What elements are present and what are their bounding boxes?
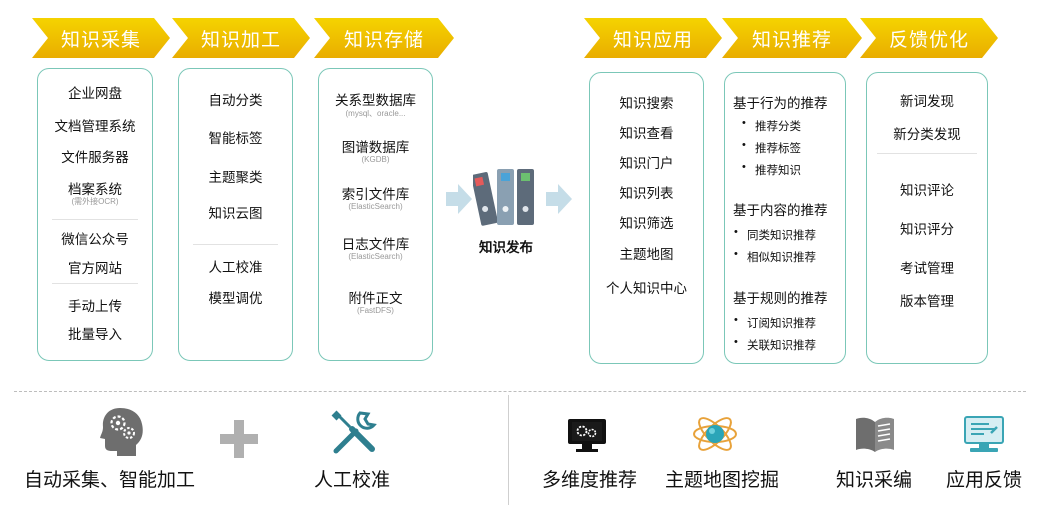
collect-item: 档案系统	[68, 182, 122, 197]
recommend-item: 推荐标签	[742, 139, 801, 156]
stage-label: 知识加工	[200, 29, 281, 51]
right-arrow-icon	[546, 184, 572, 214]
storage-note: (ElasticSearch)	[348, 202, 403, 211]
divider	[52, 283, 138, 284]
divider	[52, 219, 138, 220]
storage-note: (KGDB)	[361, 155, 390, 164]
publish-label: 知识发布	[479, 240, 533, 255]
apply-item: 知识搜索	[619, 96, 674, 111]
collect-item: 企业网盘	[68, 86, 122, 101]
horizontal-dashed-divider	[14, 391, 1026, 392]
stage-label: 反馈优化	[888, 29, 969, 51]
collect-item: 批量导入	[68, 327, 122, 342]
plus-icon	[220, 420, 258, 458]
storage-item: 附件正文	[348, 291, 403, 306]
apply-item: 个人知识中心	[606, 281, 687, 296]
apply-item: 主题地图	[619, 247, 674, 262]
recommend-item: 关联知识推荐	[734, 336, 816, 353]
feedback-item: 知识评论	[900, 183, 954, 198]
feature-label: 知识采编	[836, 470, 913, 491]
process-box: 自动分类 智能标签 主题聚类 知识云图 人工校准 模型调优	[178, 68, 293, 361]
process-item: 人工校准	[208, 260, 263, 275]
stage-knowledge-storage: 知识存储	[314, 18, 454, 58]
monitor-gear-icon	[568, 419, 606, 452]
process-item: 主题聚类	[208, 170, 263, 185]
stage-label: 知识采集	[60, 29, 141, 51]
apply-item: 知识查看	[619, 126, 674, 141]
wrench-screwdriver-icon	[331, 410, 377, 454]
collect-item: 文件服务器	[61, 150, 129, 165]
collect-note: (需外接OCR)	[71, 197, 119, 206]
recommend-group-title: 基于行为的推荐	[733, 96, 828, 111]
storage-note: (mysql、oracle...	[345, 109, 406, 118]
feature-label: 多维度推荐	[542, 470, 638, 491]
feedback-item: 版本管理	[900, 294, 954, 309]
stage-knowledge-recommend: 知识推荐	[722, 18, 862, 58]
feedback-item: 考试管理	[900, 261, 954, 276]
collect-box: 企业网盘 文档管理系统 文件服务器 档案系统 (需外接OCR) 微信公众号 官方…	[37, 68, 153, 361]
apply-box: 知识搜索 知识查看 知识门户 知识列表 知识筛选 主题地图 个人知识中心	[589, 72, 704, 364]
storage-item: 关系型数据库	[335, 93, 416, 108]
storage-box: 关系型数据库 (mysql、oracle... 图谱数据库 (KGDB) 索引文…	[318, 68, 433, 361]
binders-icon	[473, 169, 534, 226]
collect-item: 官方网站	[68, 261, 122, 276]
brain-gear-icon	[100, 408, 143, 456]
storage-note: (FastDFS)	[357, 306, 394, 315]
stage-label: 知识应用	[612, 29, 693, 51]
apply-item: 知识列表	[619, 186, 674, 201]
stage-label: 知识存储	[343, 29, 424, 51]
recommend-item: 推荐知识	[742, 161, 801, 178]
process-item: 知识云图	[208, 206, 263, 221]
recommend-item: 相似知识推荐	[734, 248, 816, 265]
feature-label: 人工校准	[314, 470, 391, 491]
divider	[193, 244, 278, 245]
feature-label: 自动采集、智能加工	[24, 470, 196, 491]
right-arrow-icon	[446, 184, 472, 214]
recommend-item: 推荐分类	[742, 117, 801, 134]
stage-label: 知识推荐	[751, 29, 832, 51]
feedback-box: 新词发现 新分类发现 知识评论 知识评分 考试管理 版本管理	[866, 72, 988, 364]
process-item: 自动分类	[208, 93, 263, 108]
storage-item: 索引文件库	[341, 187, 410, 202]
collect-item: 手动上传	[68, 299, 122, 314]
feedback-item: 新词发现	[900, 94, 954, 109]
apply-item: 知识筛选	[619, 216, 674, 231]
divider	[877, 153, 977, 154]
recommend-group-title: 基于规则的推荐	[733, 291, 828, 306]
recommend-group-title: 基于内容的推荐	[733, 203, 828, 218]
book-icon	[856, 417, 894, 452]
process-item: 智能标签	[208, 131, 263, 146]
vertical-divider	[508, 395, 509, 505]
stage-knowledge-apply: 知识应用	[584, 18, 722, 58]
stage-knowledge-collect: 知识采集	[32, 18, 170, 58]
stage-knowledge-process: 知识加工	[172, 18, 310, 58]
feature-label: 应用反馈	[946, 470, 1023, 491]
storage-item: 日志文件库	[341, 237, 410, 252]
feedback-item: 知识评分	[900, 222, 954, 237]
recommend-item: 同类知识推荐	[734, 226, 816, 243]
feature-label: 主题地图挖掘	[665, 470, 780, 491]
feedback-screen-icon	[964, 416, 1004, 452]
storage-item: 图谱数据库	[341, 140, 410, 155]
storage-note: (ElasticSearch)	[348, 252, 403, 261]
collect-item: 文档管理系统	[54, 119, 136, 134]
feedback-item: 新分类发现	[893, 127, 961, 142]
collect-item: 微信公众号	[61, 232, 129, 247]
apply-item: 知识门户	[619, 156, 674, 171]
process-item: 模型调优	[208, 291, 263, 306]
recommend-item: 订阅知识推荐	[734, 314, 816, 331]
stage-feedback-optimize: 反馈优化	[860, 18, 998, 58]
recommend-box: 基于行为的推荐 推荐分类 推荐标签 推荐知识 基于内容的推荐 同类知识推荐 相似…	[724, 72, 846, 364]
atom-icon	[693, 417, 737, 451]
